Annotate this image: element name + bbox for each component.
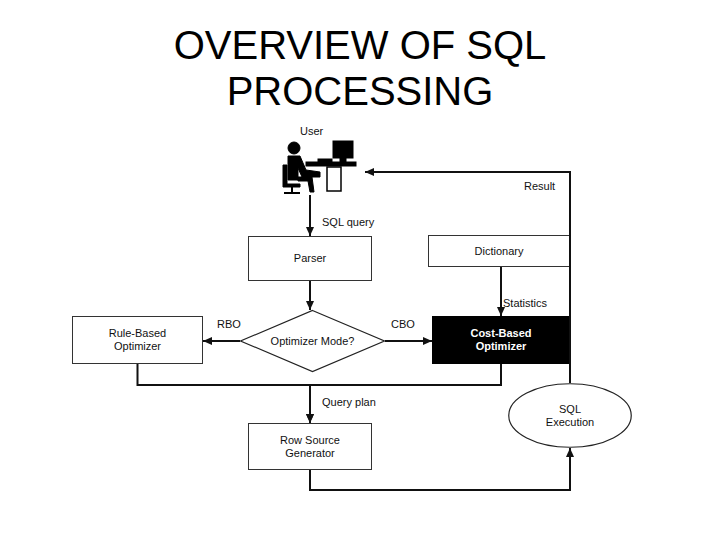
node-text: Row Source Generator [274, 434, 346, 460]
process-box: Row Source Generator [248, 423, 372, 470]
flow-arrow [306, 281, 314, 310]
edge-label: Statistics [503, 297, 547, 310]
edge-label: CBO [391, 318, 415, 331]
edge-label: SQL query [322, 216, 374, 229]
node-text: Dictionary [475, 245, 524, 258]
edge-label: RBO [217, 318, 241, 331]
flow-arrow [306, 364, 501, 423]
node-text: User [300, 125, 323, 138]
edge-label: Query plan [322, 396, 376, 409]
node-text: Cost-Based Optimizer [459, 327, 543, 353]
node-text: SQL Execution [541, 403, 599, 429]
process-box: Parser [248, 236, 372, 281]
flow-arrow [306, 195, 314, 236]
edge-label: Result [524, 180, 555, 193]
flow-arrow [138, 364, 315, 423]
data-box: Dictionary [428, 235, 570, 267]
flow-arrow [203, 337, 240, 345]
node-text: Rule-Based Optimizer [105, 327, 171, 353]
process-box: Rule-Based Optimizer [72, 316, 203, 364]
decision-diamond: Optimizer Mode? [240, 310, 385, 372]
process-ellipse: SQL Execution [508, 383, 632, 448]
page-title: OVERVIEW OF SQL PROCESSING [160, 22, 560, 114]
process-box: Cost-Based Optimizer [432, 316, 570, 364]
node-text: Parser [294, 252, 326, 265]
flow-arrow [385, 337, 432, 345]
node-text: Optimizer Mode? [271, 335, 355, 348]
user-icon: User [270, 122, 365, 195]
flow-arrow [365, 168, 570, 383]
flow-arrow [310, 448, 574, 490]
